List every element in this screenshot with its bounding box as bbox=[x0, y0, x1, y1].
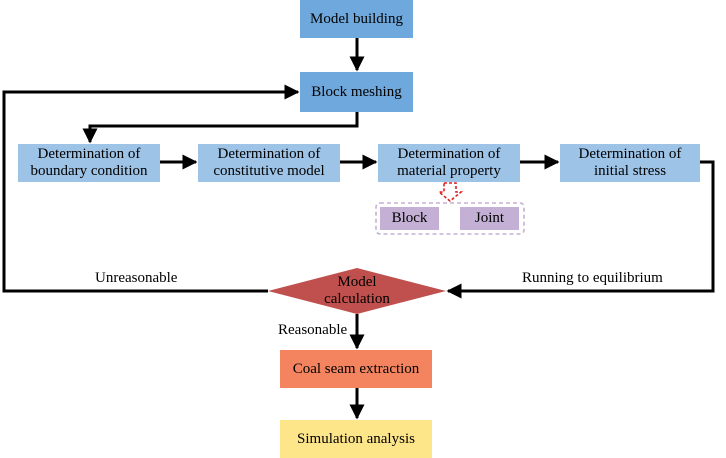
constitutive-line1: Determination of bbox=[217, 146, 321, 162]
constitutive-model-box: Determination of constitutive model bbox=[198, 144, 340, 182]
block-box: Block bbox=[380, 207, 439, 230]
simulation-analysis-box: Simulation analysis bbox=[280, 420, 432, 458]
block-joint-group bbox=[375, 202, 525, 235]
boundary-condition-box: Determination of boundary condition bbox=[18, 144, 160, 182]
material-line1: Determination of bbox=[397, 146, 501, 162]
arrow-calculation-to-meshing bbox=[2, 84, 300, 293]
stress-line1: Determination of bbox=[578, 146, 682, 162]
coal-seam-label: Coal seam extraction bbox=[292, 360, 420, 377]
stress-line2: initial stress bbox=[593, 163, 667, 179]
unreasonable-label: Unreasonable bbox=[95, 270, 178, 286]
model-building-label: Model building bbox=[310, 10, 403, 27]
joint-box: Joint bbox=[460, 207, 519, 230]
simulation-label: Simulation analysis bbox=[297, 430, 415, 447]
equilibrium-label: Running to equilibrium bbox=[522, 270, 663, 286]
calculation-line1: Model bbox=[337, 274, 377, 290]
model-calculation-label: Model calculation bbox=[307, 274, 407, 308]
reasonable-label: Reasonable bbox=[278, 322, 348, 338]
model-calculation-diamond bbox=[268, 268, 446, 314]
block-label: Block bbox=[391, 210, 428, 226]
block-meshing-box: Block meshing bbox=[300, 72, 413, 112]
constitutive-line2: constitutive model bbox=[213, 163, 325, 179]
dashed-down-arrow-icon bbox=[436, 182, 464, 203]
joint-label: Joint bbox=[474, 210, 505, 226]
block-meshing-label: Block meshing bbox=[311, 83, 402, 100]
boundary-line1: Determination of bbox=[37, 146, 141, 162]
model-building-box: Model building bbox=[300, 0, 413, 38]
coal-seam-extraction-box: Coal seam extraction bbox=[280, 350, 432, 388]
arrow-stress-to-calculation bbox=[446, 160, 715, 299]
calculation-line2: calculation bbox=[324, 291, 390, 307]
boundary-line2: boundary condition bbox=[30, 163, 148, 179]
material-line2: material property bbox=[397, 163, 501, 179]
arrow-meshing-to-boundary bbox=[82, 112, 359, 144]
initial-stress-box: Determination of initial stress bbox=[560, 144, 700, 182]
material-property-box: Determination of material property bbox=[378, 144, 520, 182]
